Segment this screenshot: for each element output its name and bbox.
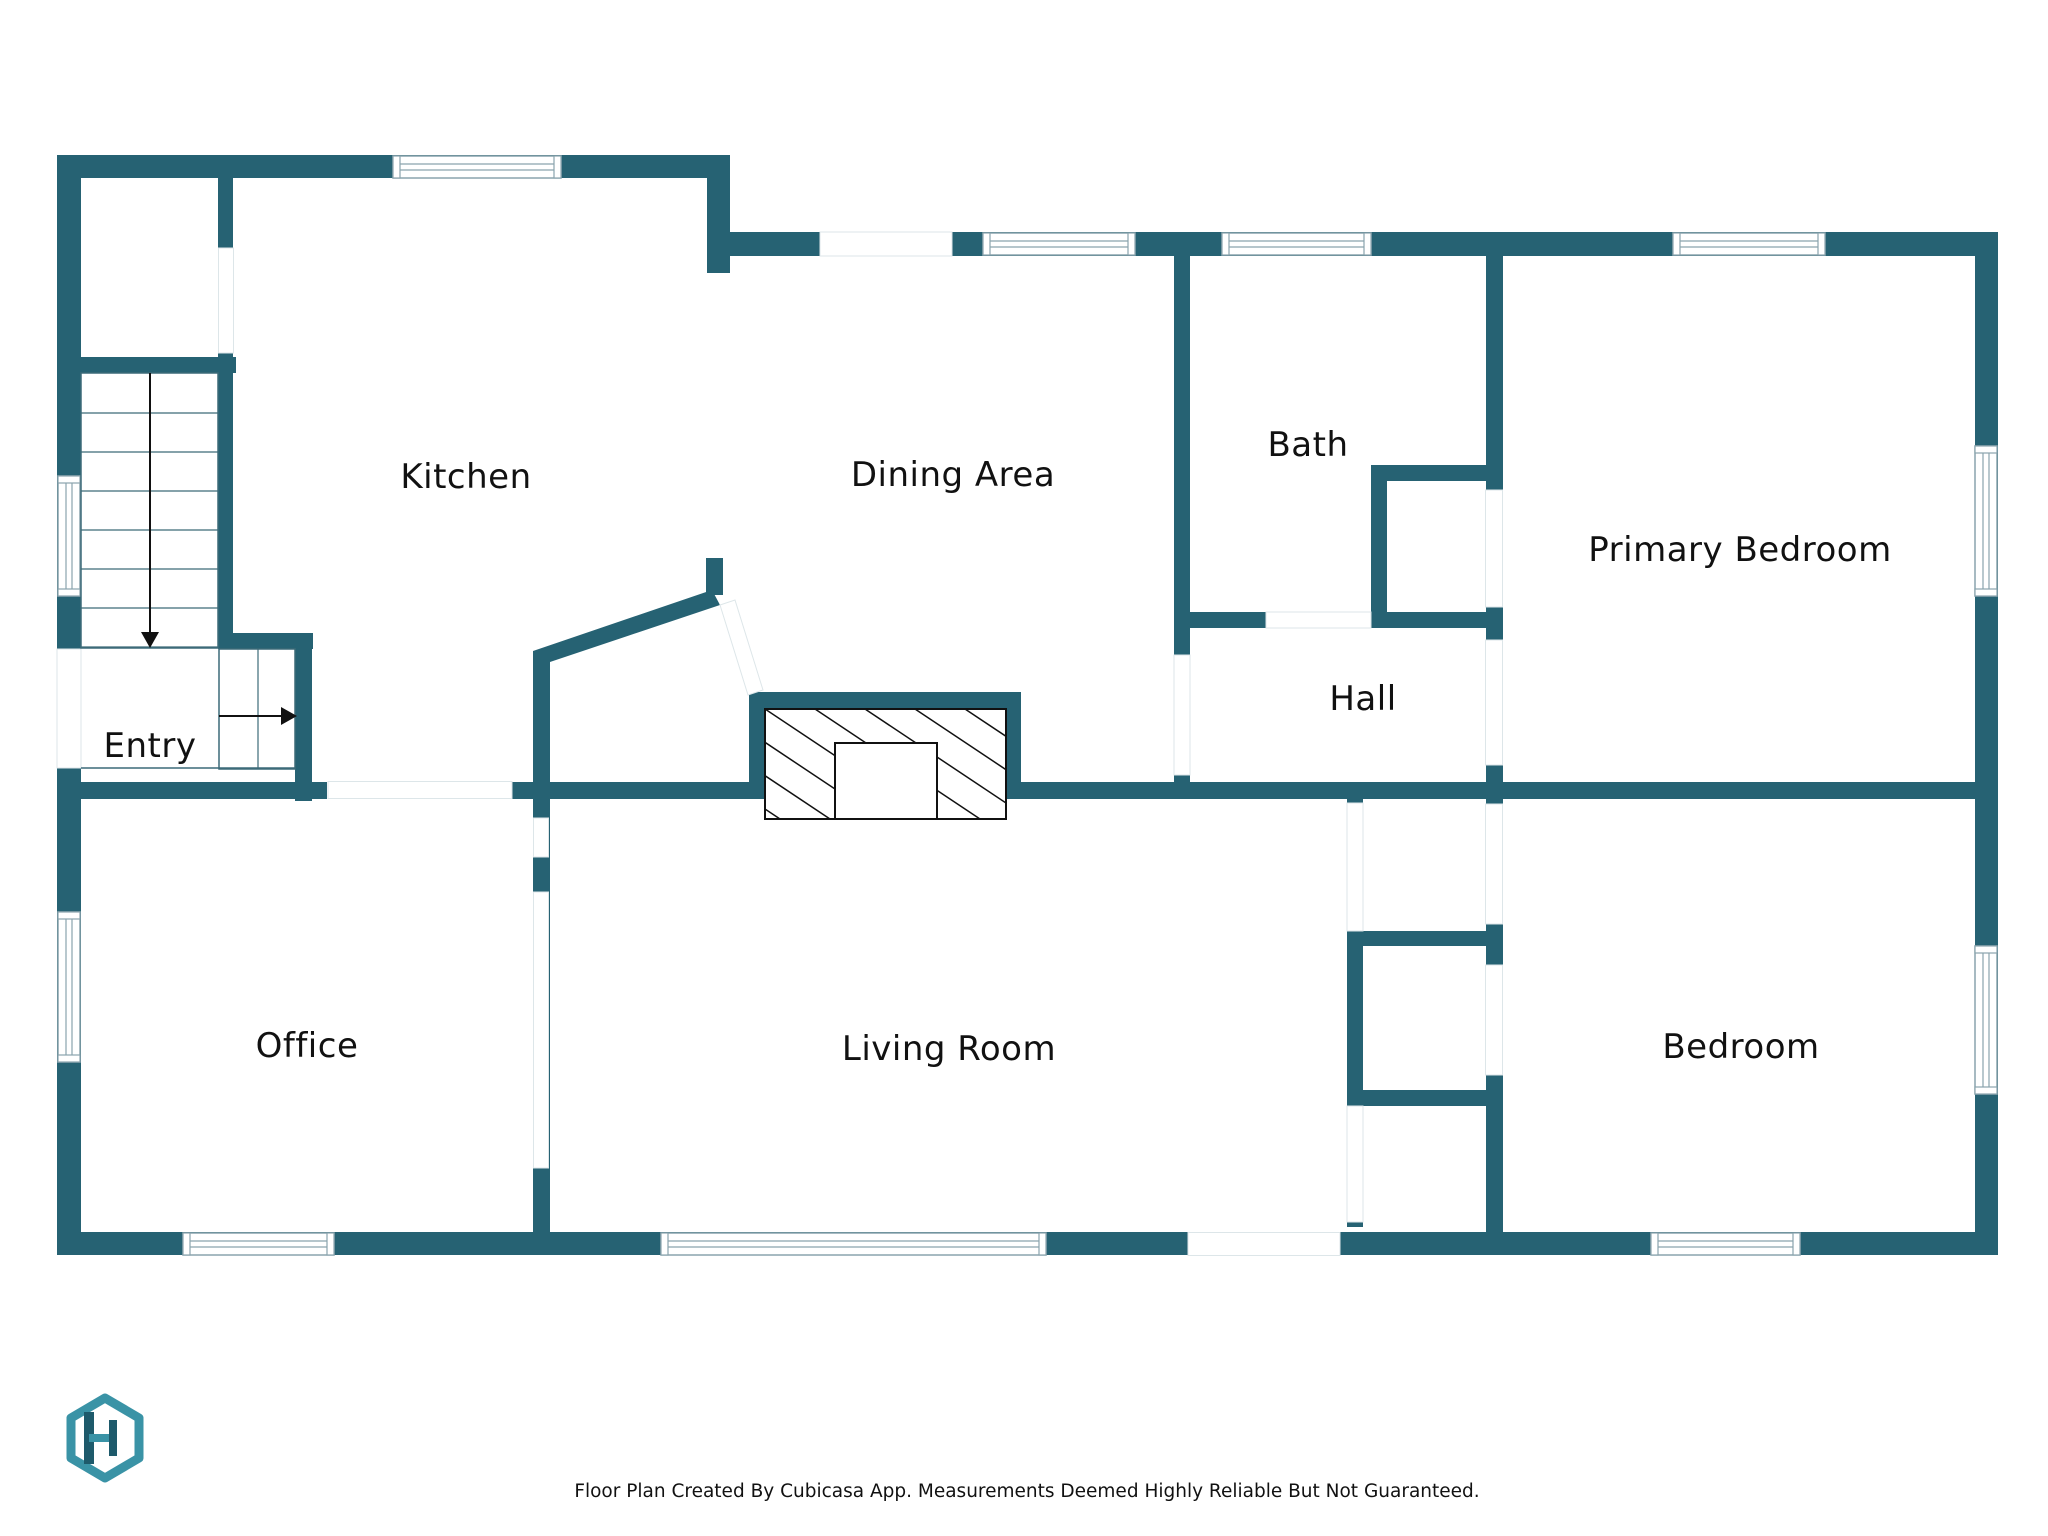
footer-disclaimer: Floor Plan Created By Cubicasa App. Meas… [574, 1481, 1479, 1502]
wall-segment [1371, 465, 1387, 622]
wall-segment [295, 633, 312, 801]
door-opening [1485, 489, 1503, 608]
door-opening [1485, 964, 1503, 1076]
door-opening [1485, 639, 1503, 766]
window [660, 1232, 1047, 1256]
door-opening [819, 231, 953, 257]
wall-segment [57, 782, 327, 799]
wall-segment [1006, 692, 1021, 790]
room-label-office: Office [256, 1026, 359, 1066]
door-opening [1187, 1232, 1341, 1256]
room-label-living-room: Living Room [842, 1029, 1056, 1069]
wall-segment [749, 692, 1021, 709]
room-label-hall: Hall [1329, 679, 1396, 719]
door-opening [1265, 611, 1372, 629]
cubicasa-logo-icon [66, 1393, 144, 1483]
wall-segment [706, 558, 723, 595]
door-opening [56, 648, 82, 769]
window [1650, 1232, 1801, 1256]
room-label-entry: Entry [104, 726, 197, 766]
wall-segment [218, 353, 233, 638]
fixtures [80, 372, 1007, 820]
window [982, 232, 1136, 256]
window [1974, 445, 1998, 597]
wall-segment [1371, 465, 1503, 481]
window [1672, 232, 1826, 256]
door-opening [1346, 1105, 1364, 1223]
wall-segment [1347, 1090, 1501, 1106]
room-label-primary-bedroom: Primary Bedroom [1588, 530, 1891, 570]
door-opening [327, 781, 513, 799]
wall-segment [533, 590, 720, 782]
wall-segment [749, 692, 764, 790]
door-opening [1173, 654, 1191, 776]
door-opening [1485, 803, 1503, 925]
wall-segment [57, 357, 236, 373]
window [57, 911, 81, 1063]
room-label-kitchen: Kitchen [400, 457, 531, 497]
door-opening [1346, 802, 1364, 932]
door-opening [218, 247, 234, 354]
wall-segment [1975, 232, 1998, 1255]
walls [56, 155, 1998, 1256]
window [392, 155, 562, 179]
wall-segment [1347, 931, 1501, 946]
wall-segment [1489, 782, 1998, 799]
window [1974, 945, 1998, 1095]
staircase [80, 372, 297, 770]
wall-segment [218, 633, 313, 649]
room-label-dining-area: Dining Area [851, 455, 1055, 495]
fireplace [764, 708, 1007, 820]
window [57, 475, 81, 597]
door-opening [719, 599, 764, 696]
door-opening [533, 817, 549, 858]
wall-segment [218, 174, 233, 248]
door-opening [533, 891, 549, 1169]
room-label-bedroom: Bedroom [1662, 1027, 1819, 1067]
window [1221, 232, 1372, 256]
room-label-bath: Bath [1267, 425, 1348, 465]
window [182, 1232, 335, 1256]
